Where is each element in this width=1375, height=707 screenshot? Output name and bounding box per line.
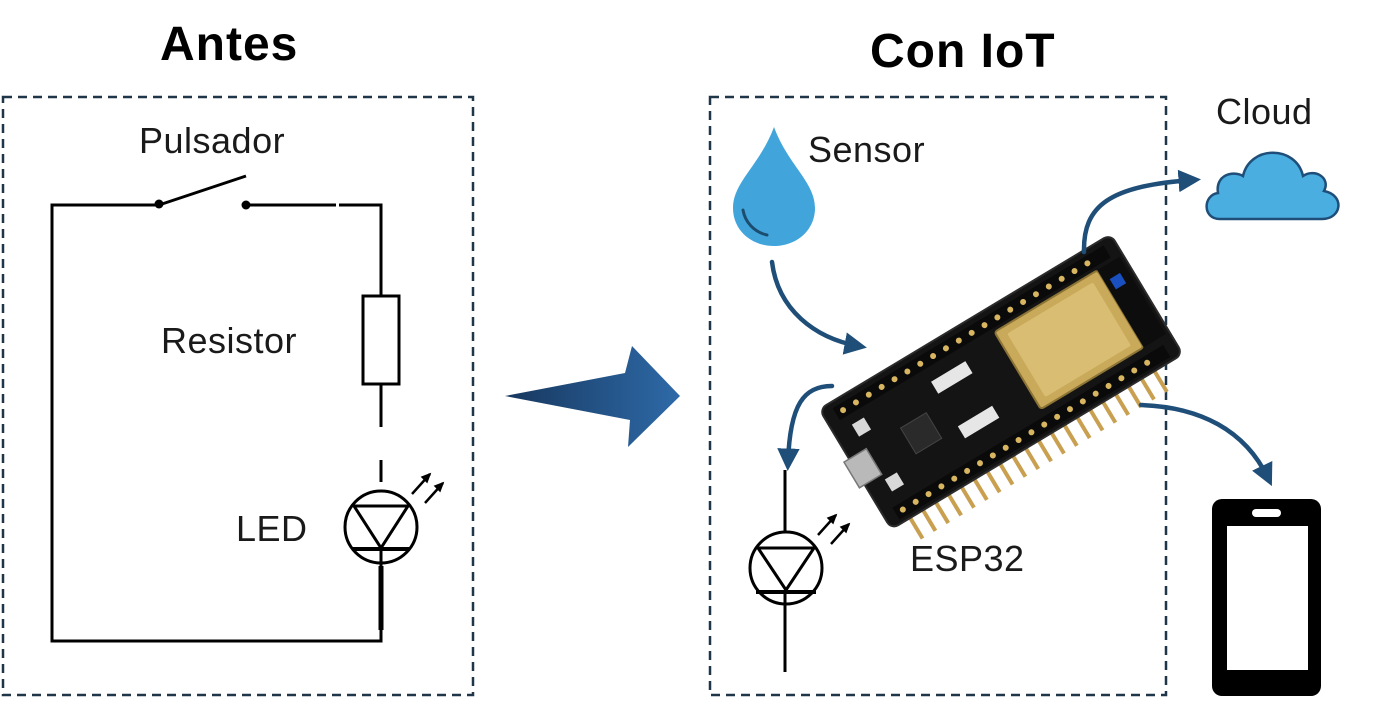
cloud-label: Cloud [1216,91,1313,132]
esp32-board-icon [821,236,1181,540]
left-panel-title: Antes [160,18,299,71]
board-to-cloud-arrow [1081,169,1201,255]
right-panel-frame [708,95,1168,697]
transition-arrow [505,346,680,447]
iot-led-icon [748,470,851,672]
resistor-icon [361,294,401,386]
flow-arrows [769,169,1273,487]
simple-circuit [50,174,383,643]
board-label: ESP32 [910,538,1025,579]
right-panel-title: Con IoT [870,25,1056,78]
sensor-to-board-arrow [769,259,867,355]
led-icon [343,460,445,630]
sensor-label: Sensor [808,129,926,170]
switch-label: Pulsador [139,120,286,161]
smartphone-icon [1212,499,1321,696]
board-to-phone-arrow [1138,402,1273,487]
board-to-led-arrow [777,383,835,471]
led-label: LED [236,508,308,549]
water-drop-icon [733,127,815,246]
switch-icon [154,199,251,210]
cloud-icon [1205,151,1340,221]
left-panel-frame [1,95,475,697]
resistor-label: Resistor [161,320,298,361]
